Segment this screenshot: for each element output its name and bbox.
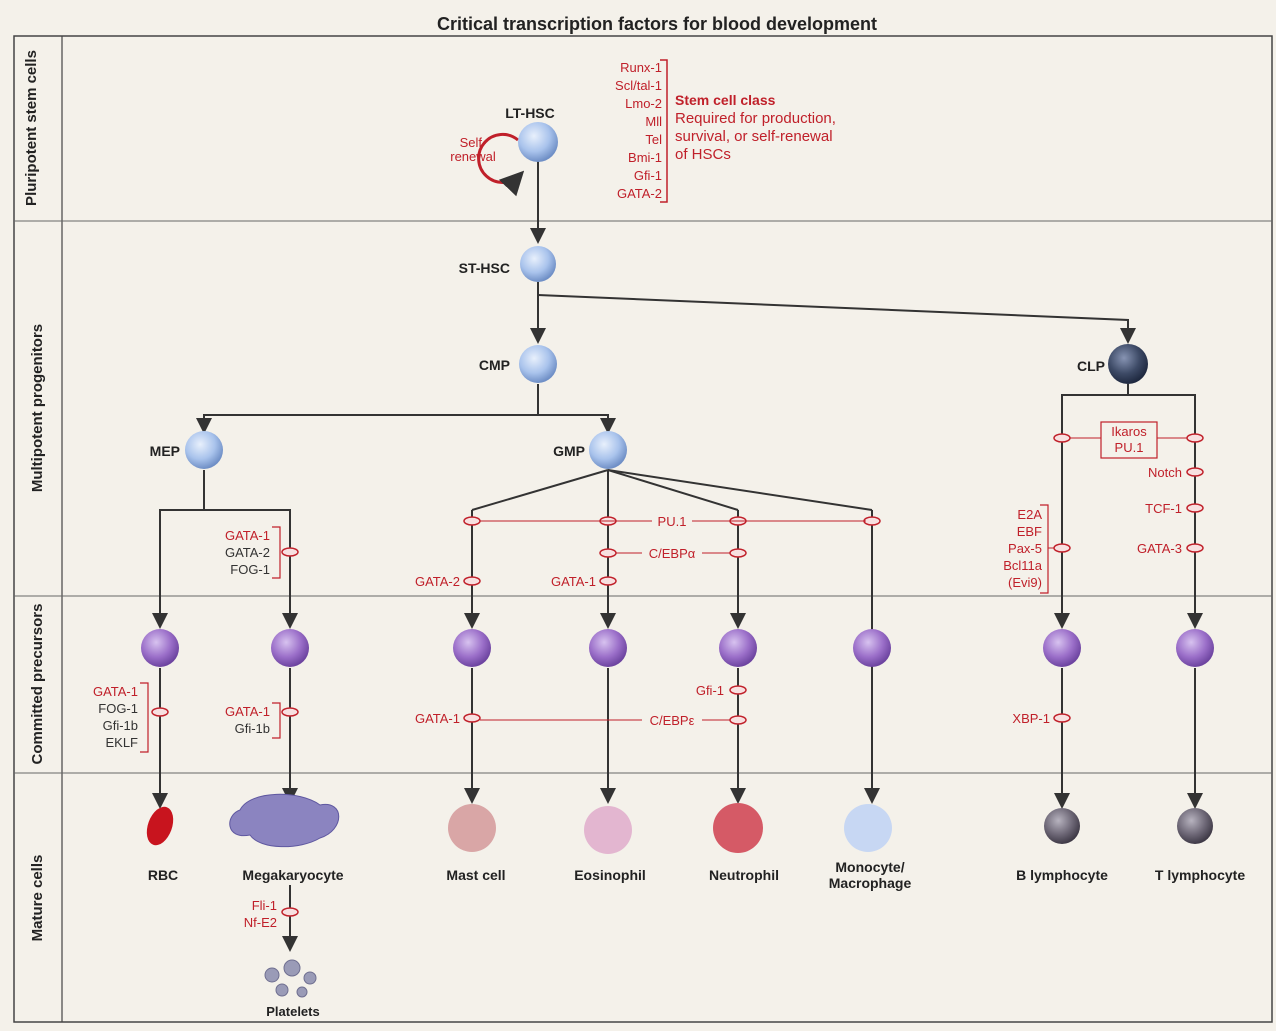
- tf-pu1-gmp: PU.1: [658, 514, 687, 529]
- platelets-cells: [264, 959, 317, 998]
- stem-class-line-2: survival, or self-renewal: [675, 128, 833, 145]
- svg-text:Neutrophil: Neutrophil: [709, 867, 779, 883]
- svg-text:Tel: Tel: [645, 132, 662, 147]
- svg-text:Bcl11a: Bcl11a: [1003, 558, 1043, 573]
- svg-text:Scl/tal-1: Scl/tal-1: [615, 78, 662, 93]
- stem-class-line-3: of HSCs: [675, 146, 731, 163]
- megakaryocyte-cell: [229, 793, 340, 848]
- cmp-cell: [519, 345, 557, 383]
- svg-text:B lymphocyte: B lymphocyte: [1016, 867, 1108, 883]
- lt-hsc-cell: [518, 122, 558, 162]
- diagram-title: Critical transcription factors for blood…: [437, 14, 877, 34]
- stem-progenitor-cells: [185, 122, 1148, 469]
- label-st-hsc: ST-HSC: [459, 260, 510, 276]
- svg-text:Bmi-1: Bmi-1: [628, 150, 662, 165]
- svg-text:Fli-1: Fli-1: [252, 898, 277, 913]
- tf-gata2-gmp: GATA-2: [415, 574, 460, 589]
- svg-text:Gfi-1: Gfi-1: [634, 168, 662, 183]
- tf-notch: Notch: [1148, 465, 1182, 480]
- st-hsc-cell: [520, 246, 556, 282]
- svg-text:GATA-2: GATA-2: [225, 545, 270, 560]
- tf-xbp1: XBP-1: [1012, 711, 1050, 726]
- stem-tf-list: Runx-1 Scl/tal-1 Lmo-2 Mll Tel Bmi-1 Gfi…: [615, 60, 662, 201]
- svg-text:RBC: RBC: [148, 867, 178, 883]
- svg-text:GATA-1: GATA-1: [93, 684, 138, 699]
- tf-gata3: GATA-3: [1137, 541, 1182, 556]
- mep-cell: [185, 431, 223, 469]
- label-lt-hsc: LT-HSC: [505, 105, 555, 121]
- gmp-cell: [589, 431, 627, 469]
- tf-cebpe: C/EBPε: [650, 713, 695, 728]
- tf-ikaros: Ikaros: [1111, 424, 1147, 439]
- b-cell-tf-list: E2A EBF Pax-5 Bcl11a (Evi9): [1003, 507, 1043, 590]
- svg-text:Lmo-2: Lmo-2: [625, 96, 662, 111]
- b-lymphocyte-cell: [1044, 808, 1080, 844]
- tf-pu1-clp: PU.1: [1115, 440, 1144, 455]
- svg-text:Macrophage: Macrophage: [829, 875, 912, 891]
- committed-precursor-cells: [141, 629, 1214, 667]
- mature-labels: RBC Megakaryocyte Mast cell Eosinophil N…: [148, 859, 1246, 1019]
- eosinophil-cell: [584, 806, 632, 854]
- row-label-pluripotent: Pluripotent stem cells: [23, 50, 40, 206]
- svg-text:E2A: E2A: [1017, 507, 1042, 522]
- lineage-lines: [152, 160, 1203, 952]
- svg-text:Platelets: Platelets: [266, 1004, 319, 1019]
- row-label-mature: Mature cells: [29, 855, 46, 942]
- svg-text:Eosinophil: Eosinophil: [574, 867, 646, 883]
- svg-text:EKLF: EKLF: [105, 735, 138, 750]
- stem-class-title: Stem cell class: [675, 92, 776, 108]
- svg-text:GATA-2: GATA-2: [617, 186, 662, 201]
- tf-gata1-gmp: GATA-1: [551, 574, 596, 589]
- svg-text:Monocyte/: Monocyte/: [835, 859, 904, 875]
- self-renewal-label: Self-renewal: [450, 135, 496, 164]
- platelet-tf-list: Fli-1 Nf-E2: [244, 898, 277, 930]
- rbc-cell: [146, 806, 174, 846]
- svg-text:FOG-1: FOG-1: [98, 701, 138, 716]
- mk-tf-list: GATA-1 Gfi-1b: [225, 704, 270, 736]
- svg-text:Gfi-1b: Gfi-1b: [235, 721, 270, 736]
- mature-cells: [146, 793, 1213, 998]
- label-clp: CLP: [1077, 358, 1105, 374]
- tf-cebpa: C/EBPα: [649, 546, 696, 561]
- mep-tf-list: GATA-1 GATA-2 FOG-1: [225, 528, 270, 577]
- svg-text:GATA-1: GATA-1: [225, 528, 270, 543]
- svg-text:Megakaryocyte: Megakaryocyte: [242, 867, 343, 883]
- neutrophil-cell: [713, 803, 763, 853]
- svg-text:Pax-5: Pax-5: [1008, 541, 1042, 556]
- label-gmp: GMP: [553, 443, 585, 459]
- svg-text:EBF: EBF: [1017, 524, 1042, 539]
- clp-cell: [1108, 344, 1148, 384]
- tf-gfi1: Gfi-1: [696, 683, 724, 698]
- row-label-multipotent: Multipotent progenitors: [29, 324, 46, 492]
- label-mep: MEP: [150, 443, 180, 459]
- self-renewal-arrow: [477, 132, 525, 197]
- label-cmp: CMP: [479, 357, 510, 373]
- tf-block-markers: [151, 433, 1204, 917]
- svg-text:T lymphocyte: T lymphocyte: [1155, 867, 1245, 883]
- row-label-committed: Committed precursors: [29, 604, 46, 765]
- monocyte-cell: [844, 804, 892, 852]
- svg-text:Runx-1: Runx-1: [620, 60, 662, 75]
- rbc-tf-list: GATA-1 FOG-1 Gfi-1b EKLF: [93, 684, 138, 750]
- svg-text:GATA-1: GATA-1: [225, 704, 270, 719]
- svg-text:Mast cell: Mast cell: [446, 867, 505, 883]
- tf-gata1-mast: GATA-1: [415, 711, 460, 726]
- stem-class-line-1: Required for production,: [675, 110, 836, 127]
- svg-text:FOG-1: FOG-1: [230, 562, 270, 577]
- tf-tcf1: TCF-1: [1145, 501, 1182, 516]
- svg-text:(Evi9): (Evi9): [1008, 575, 1042, 590]
- svg-text:Gfi-1b: Gfi-1b: [103, 718, 138, 733]
- t-lymphocyte-cell: [1177, 808, 1213, 844]
- svg-text:Mll: Mll: [645, 114, 662, 129]
- mast-cell: [448, 804, 496, 852]
- frame: [13, 35, 1273, 1023]
- svg-text:Nf-E2: Nf-E2: [244, 915, 277, 930]
